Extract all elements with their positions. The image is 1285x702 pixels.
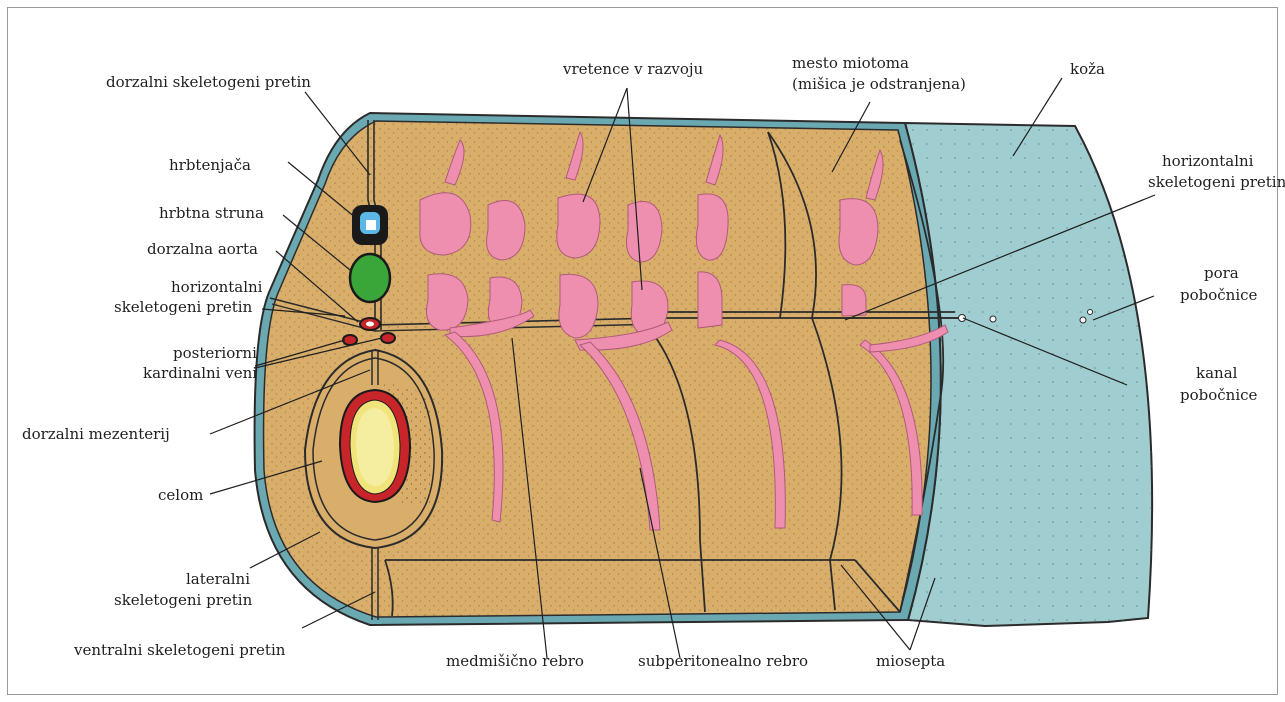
label-coelom: celom bbox=[158, 486, 203, 504]
label-lateral-line-pore-1: pora bbox=[1204, 264, 1239, 282]
label-dorsal-mesentery: dorzalni mezenterij bbox=[22, 425, 170, 443]
label-dorsal-skeletogenous-septum: dorzalni skeletogeni pretin bbox=[106, 73, 311, 91]
label-subperitoneal-rib: subperitonealno rebro bbox=[638, 652, 808, 670]
label-posterior-cardinal-1: posteriorni bbox=[173, 344, 257, 362]
label-notochord: hrbtna struna bbox=[159, 204, 264, 222]
label-intermuscular-rib: medmišično rebro bbox=[446, 652, 584, 670]
label-spinal-cord: hrbtenjača bbox=[169, 156, 251, 174]
gut bbox=[340, 390, 410, 502]
label-skin: koža bbox=[1070, 60, 1105, 78]
label-horizontal-septum-left-2: skeletogeni pretin bbox=[114, 298, 253, 316]
label-developing-vertebrae: vretence v razvoju bbox=[562, 60, 704, 78]
label-ventral-septum: ventralni skeletogeni pretin bbox=[73, 641, 286, 659]
lateral-line-pore-1 bbox=[990, 316, 996, 322]
label-horizontal-septum-right-1: horizontalni bbox=[1162, 152, 1254, 170]
label-myotome-site-1: mesto miotoma bbox=[792, 54, 909, 72]
spinal-cord bbox=[352, 205, 388, 245]
label-dorsal-aorta: dorzalna aorta bbox=[147, 240, 258, 258]
label-lateral-septum-1: lateralni bbox=[186, 570, 250, 588]
label-lateral-line-pore-2: pobočnice bbox=[1180, 286, 1258, 304]
label-lateral-septum-2: skeletogeni pretin bbox=[114, 591, 253, 609]
label-lateral-line-canal-2: pobočnice bbox=[1180, 386, 1258, 404]
notochord bbox=[350, 254, 390, 302]
lateral-line-pore-2 bbox=[1080, 317, 1086, 323]
label-horizontal-septum-left-1: horizontalni bbox=[171, 278, 263, 296]
label-horizontal-septum-right-2: skeletogeni pretin bbox=[1148, 173, 1285, 191]
label-myotome-site-2: (mišica je odstranjena) bbox=[792, 75, 966, 93]
label-posterior-cardinal-2: kardinalni veni bbox=[143, 364, 257, 382]
label-myosepta: miosepta bbox=[876, 652, 945, 670]
posterior-cardinal-vein-right bbox=[381, 333, 395, 343]
label-lateral-line-canal-1: kanal bbox=[1196, 364, 1238, 382]
posterior-cardinal-vein-left bbox=[343, 335, 357, 345]
